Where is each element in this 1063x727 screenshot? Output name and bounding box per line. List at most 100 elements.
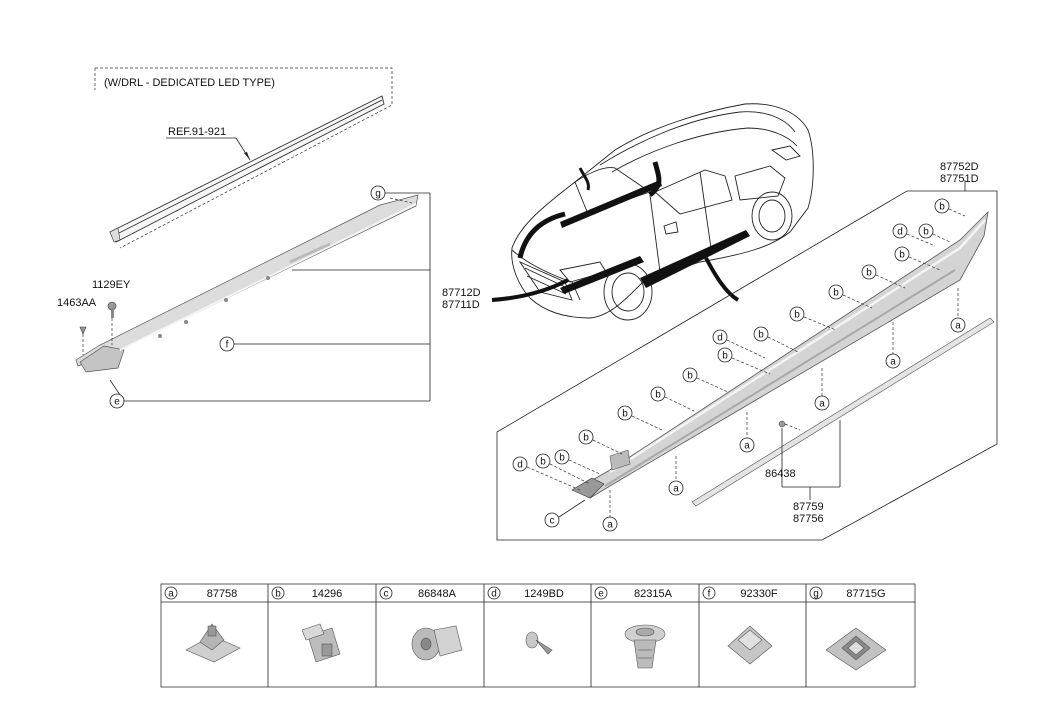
svg-text:e: e [598, 589, 604, 600]
callout-a-6: a [602, 490, 618, 532]
svg-text:a: a [607, 520, 613, 531]
svg-text:87758: 87758 [207, 588, 238, 600]
part-14296-icon [301, 623, 341, 663]
svg-text:a: a [819, 399, 825, 410]
svg-text:b: b [559, 453, 565, 464]
drl-strip [109, 95, 385, 243]
svg-text:a: a [744, 441, 750, 452]
svg-text:g: g [375, 189, 381, 200]
callout-b-3: b [894, 246, 941, 271]
callout-d-3: d [512, 456, 581, 491]
callout-b-11: b [617, 405, 663, 431]
svg-text:b: b [758, 330, 764, 341]
svg-text:a: a [168, 589, 174, 600]
label-87756: 87756 [793, 513, 824, 525]
drl-note: (W/DRL - DEDICATED LED TYPE) [104, 77, 275, 89]
svg-text:b: b [622, 409, 628, 420]
part-92330f-icon [727, 625, 773, 665]
svg-text:f: f [226, 340, 229, 351]
callout-a-3: a [814, 368, 830, 411]
svg-text:b: b [275, 589, 281, 600]
svg-text:b: b [899, 250, 905, 261]
callout-c: c [544, 499, 586, 528]
callout-a-5: a [668, 456, 684, 496]
svg-text:b: b [923, 227, 929, 238]
part-87758-icon [185, 623, 241, 663]
parts-legend-table: a 87758 b 14296 c 86848A d 1249BD e 8231… [160, 583, 916, 688]
callout-b-14: b [535, 453, 591, 485]
ref-label: REF.91-921 [168, 126, 226, 138]
legend-header-d: d 1249BD [487, 586, 564, 600]
label-86438: 86438 [765, 468, 796, 480]
clip-1463aa [79, 326, 87, 355]
legend-header-e: e 82315A [594, 586, 673, 600]
right-callouts: b d b b b b b b d b b b b b b b d c a a … [512, 198, 966, 532]
svg-text:92330F: 92330F [740, 588, 778, 600]
label-87712d: 87712D [442, 287, 481, 299]
part-1249bd-icon [525, 631, 553, 655]
svg-text:f: f [708, 589, 711, 600]
label-87751d: 87751D [940, 173, 979, 185]
svg-text:a: a [673, 484, 679, 495]
callout-b-7: b [753, 326, 799, 353]
label-1129ey: 1129EY [92, 279, 131, 291]
label-87752d: 87752D [940, 161, 979, 173]
lower-trim-strip [691, 317, 995, 507]
callout-b-1: b [934, 198, 966, 217]
svg-text:c: c [384, 589, 389, 600]
clip-86438 [778, 420, 801, 431]
svg-text:d: d [491, 589, 497, 600]
svg-text:b: b [583, 433, 589, 444]
callout-d-1: d [892, 223, 936, 247]
letter-e-left: e [109, 393, 125, 409]
callout-b-13: b [554, 449, 601, 475]
legend-header-f: f 92330F [702, 586, 778, 600]
screw-1129ey [107, 301, 117, 345]
callout-b-6: b [789, 306, 837, 331]
car-illustration [511, 103, 814, 321]
legend-header-a: a 87758 [164, 586, 238, 600]
legend-header-c: c 86848A [379, 586, 457, 600]
svg-text:a: a [890, 357, 896, 368]
letter-g-left: g [370, 185, 386, 201]
svg-text:b: b [722, 351, 728, 362]
svg-text:d: d [717, 333, 723, 344]
svg-text:b: b [833, 288, 839, 299]
callout-b-8: b [717, 347, 771, 375]
callout-a-2: a [885, 322, 901, 369]
left-side-sill-molding [75, 194, 419, 373]
svg-text:87715G: 87715G [846, 588, 885, 600]
label-87759: 87759 [793, 501, 824, 513]
callout-b-10: b [650, 386, 695, 412]
svg-text:d: d [897, 227, 903, 238]
svg-text:b: b [687, 371, 693, 382]
callout-a-4: a [739, 412, 755, 453]
svg-text:82315A: 82315A [634, 588, 673, 600]
svg-text:c: c [550, 516, 555, 527]
letter-f-left: f [219, 336, 235, 352]
right-assembly-panel: 87752D 87751D 86438 87759 87756 [496, 161, 998, 541]
callout-a-1: a [950, 288, 966, 333]
callout-b-4: b [861, 264, 906, 289]
svg-text:e: e [114, 397, 120, 408]
callout-b-5: b [828, 284, 873, 309]
svg-text:b: b [866, 268, 872, 279]
part-86848a-icon [411, 625, 463, 661]
callout-b-12: b [578, 429, 623, 455]
part-82315a-icon [624, 624, 666, 669]
legend-header-g: g 87715G [809, 586, 886, 600]
svg-text:b: b [794, 310, 800, 321]
svg-text:86848A: 86848A [418, 588, 457, 600]
callout-b-2: b [918, 223, 951, 243]
svg-text:a: a [955, 321, 961, 332]
svg-text:14296: 14296 [312, 588, 343, 600]
label-87711d: 87711D [442, 299, 480, 311]
svg-text:g: g [813, 589, 819, 600]
callout-d-2: d [712, 329, 766, 359]
svg-text:b: b [655, 390, 661, 401]
svg-text:b: b [540, 457, 546, 468]
svg-text:d: d [517, 460, 523, 471]
label-1463aa: 1463AA [57, 297, 97, 309]
part-87715g-icon [825, 627, 887, 671]
car-sill-highlight [491, 161, 750, 302]
